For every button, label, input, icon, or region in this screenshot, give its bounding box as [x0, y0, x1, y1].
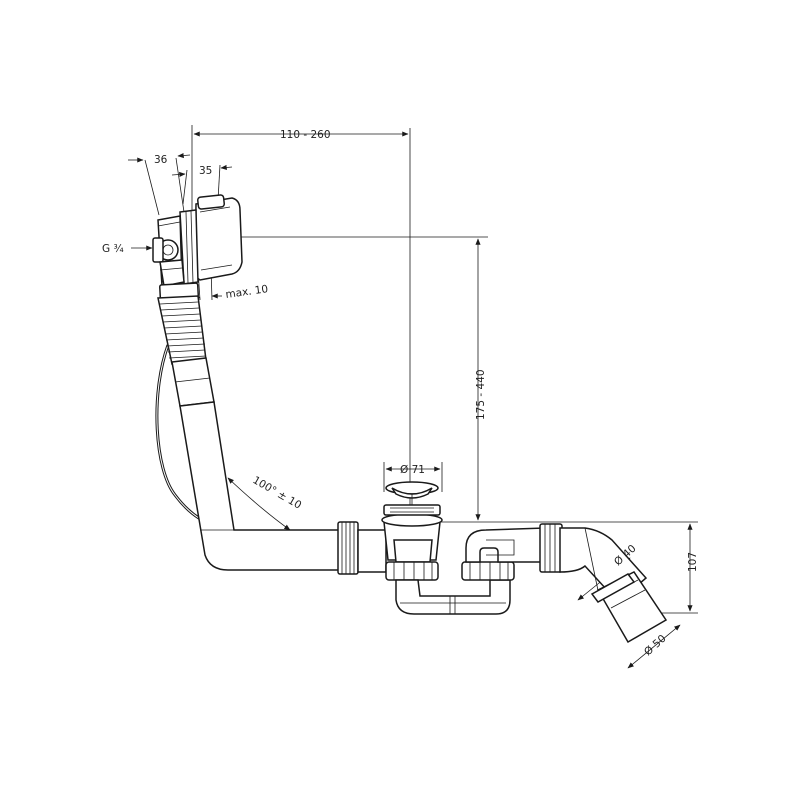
overflow-pipe: [171, 357, 341, 571]
overflow-assembly: [152, 194, 243, 300]
label-diameter-71: Ø 71: [400, 464, 425, 476]
label-175-440: 175 - 440: [475, 369, 487, 420]
label-107: 107: [687, 552, 699, 572]
label-35: 35: [199, 165, 212, 177]
label-angle-100: 100° ± 10: [251, 474, 304, 511]
label-thread-g34: G ¾: [102, 243, 124, 255]
label-diameter-50: Ø 50: [642, 633, 669, 659]
label-36: 36: [154, 154, 168, 166]
label-110-260: 110 - 260: [280, 129, 331, 141]
label-max-10: max. 10: [225, 283, 269, 301]
waste-trap: [337, 481, 668, 644]
flexible-hose: [157, 295, 207, 365]
